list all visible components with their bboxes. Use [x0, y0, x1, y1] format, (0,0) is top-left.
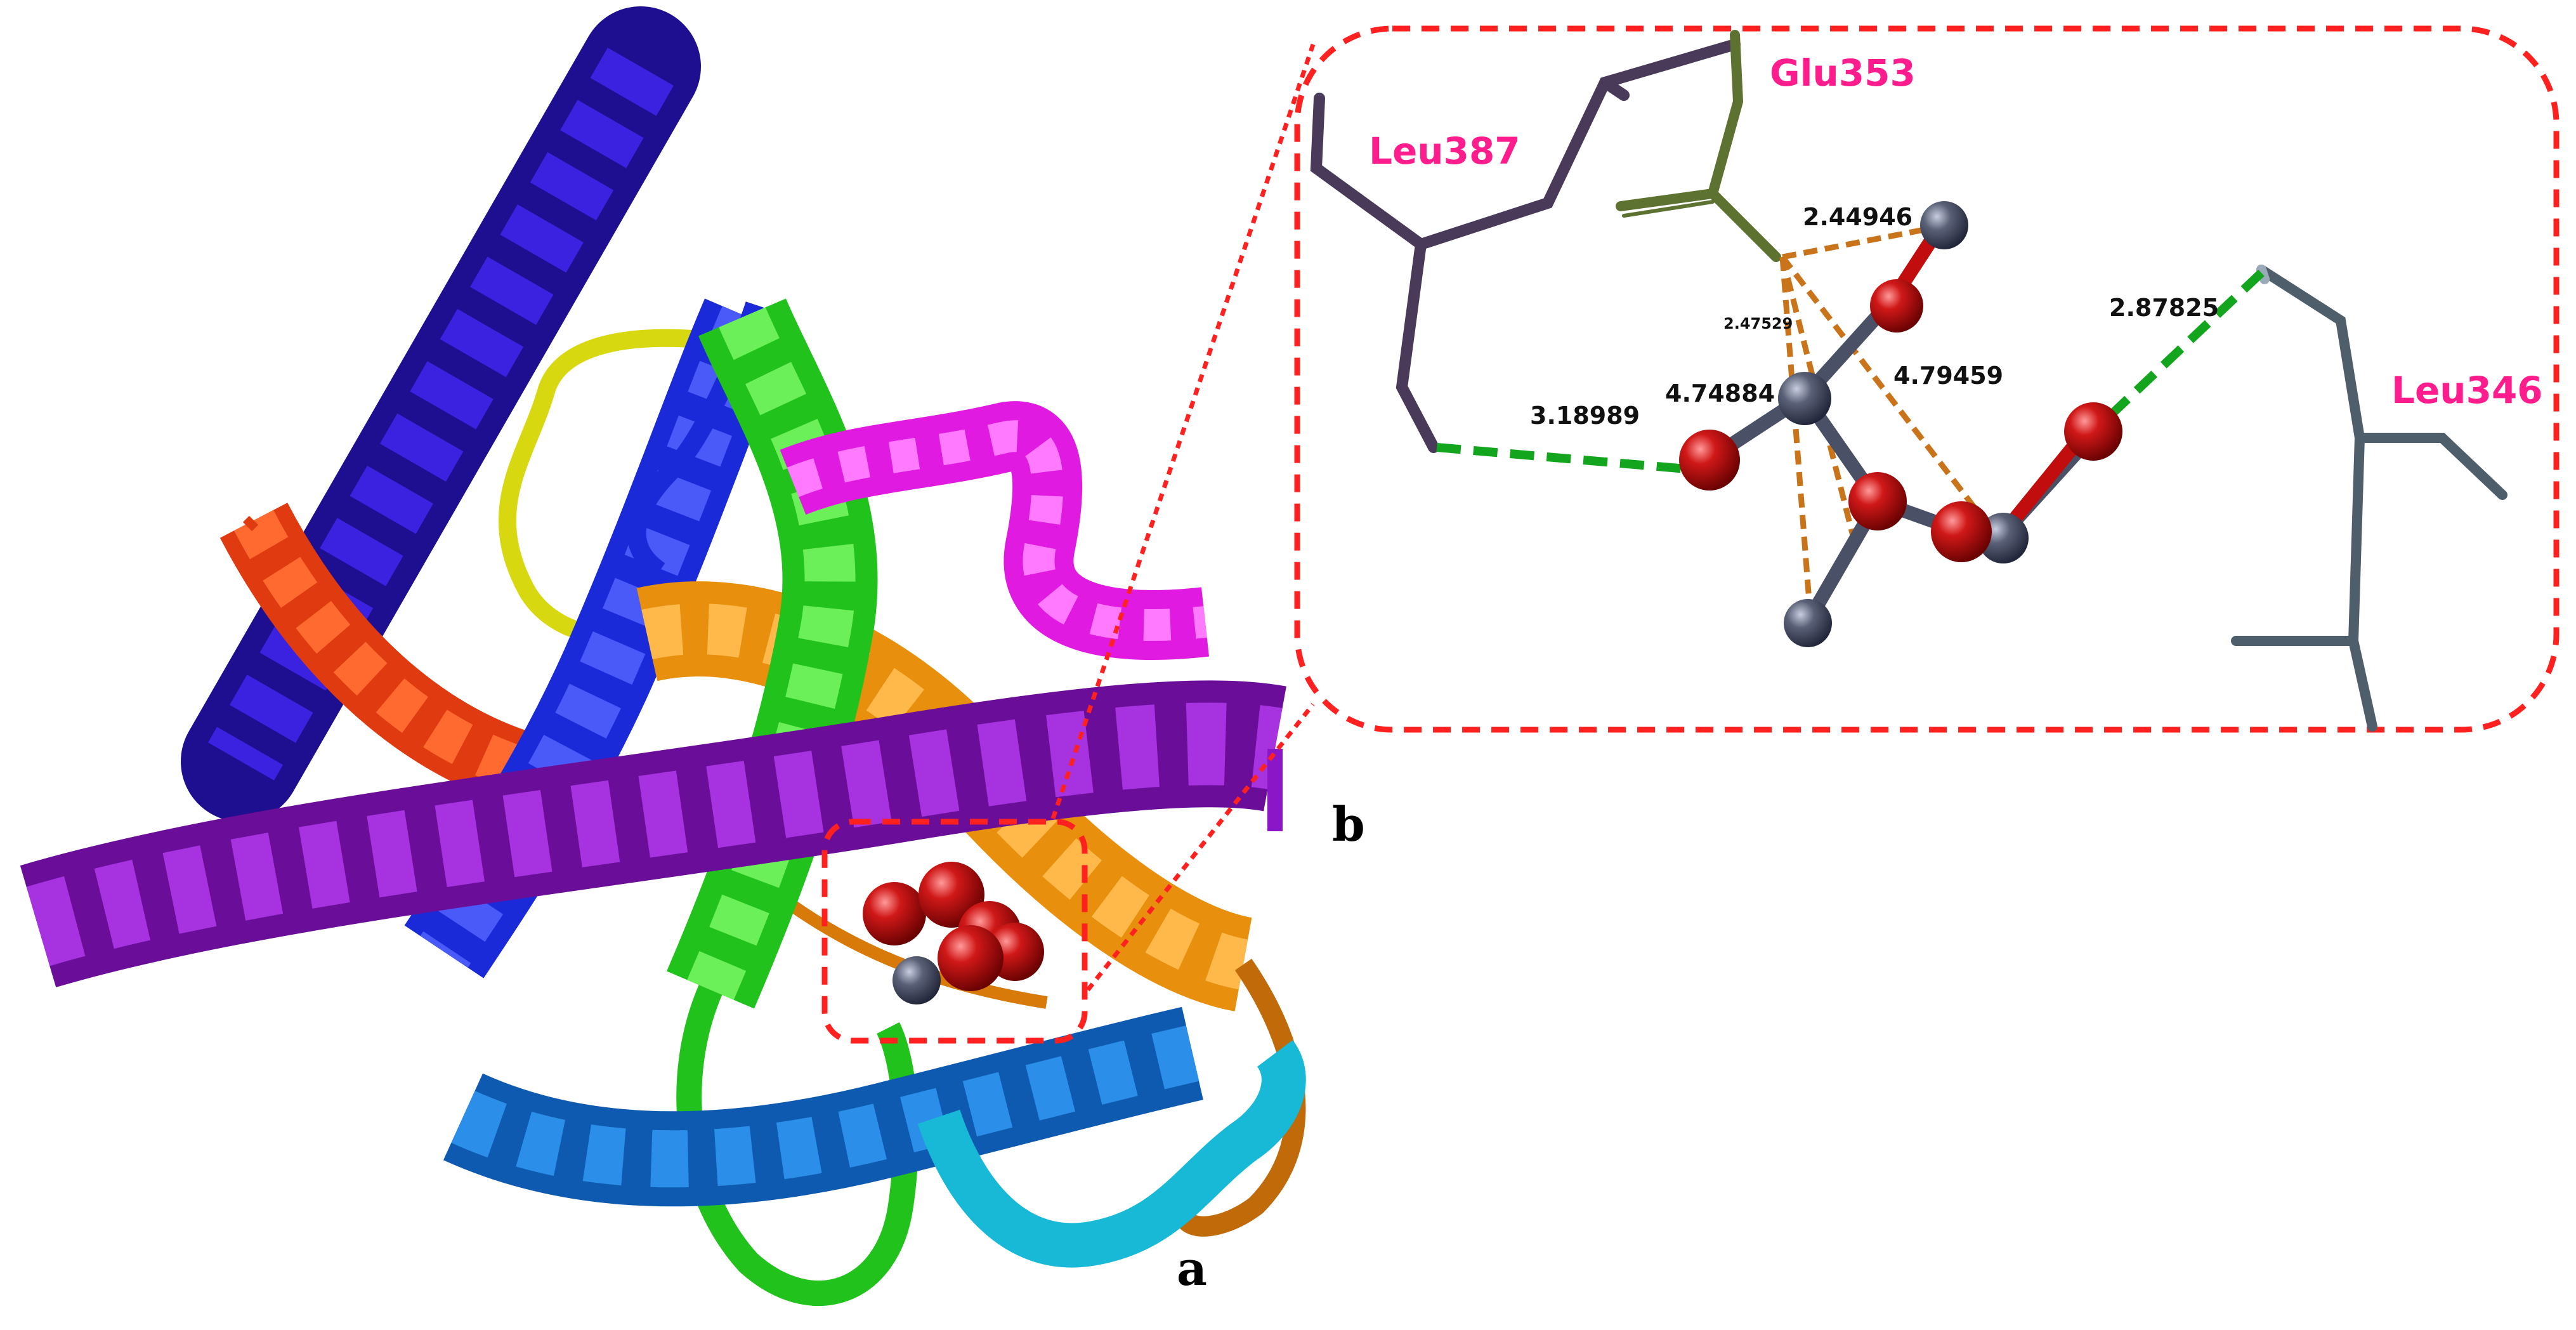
azure-helix-turns	[451, 1025, 1200, 1188]
distance-label: 2.44946	[1803, 203, 1912, 231]
interaction-panel-frame	[1294, 25, 2560, 733]
distance-label: 2.47529	[1723, 315, 1793, 332]
ligand-spheres	[863, 862, 1044, 1004]
purple-helix	[20, 680, 1286, 987]
azure-helix	[443, 1006, 1203, 1207]
oxygen-atom	[2064, 402, 2122, 461]
glu353-sticks	[1616, 30, 1781, 262]
interaction-detail-panel: Leu387 Glu353 Leu346 2.44946 2.47529 3.1…	[1294, 25, 2560, 733]
panel-label-a: a	[1177, 1242, 1207, 1296]
oxygen-atom	[1679, 430, 1740, 491]
metal-atom	[1778, 372, 1831, 425]
ligand-atoms	[1679, 201, 2122, 647]
oxygen-atom	[1931, 501, 1992, 562]
hbond-lines	[1436, 269, 2265, 474]
magenta-helix-turns	[787, 420, 1207, 641]
red-helix-turns	[233, 510, 575, 803]
binding-site-zoom-box	[821, 819, 1088, 1044]
distance-label: 3.18989	[1530, 402, 1640, 430]
cyan-loop	[917, 1040, 1306, 1268]
oxygen-atom	[1870, 279, 1923, 332]
leu387-sticks	[1310, 39, 1741, 453]
metal-atom	[1920, 201, 1968, 249]
leu346-label: Leu346	[2391, 369, 2543, 412]
leu346-sticks	[2231, 265, 2507, 732]
panel-label-b: b	[1332, 798, 1365, 852]
zoom-connectors	[1050, 43, 1316, 992]
distance-label: 4.74884	[1665, 379, 1775, 407]
protein-ribbon-structure	[20, 6, 1306, 1306]
distance-label: 4.79459	[1893, 362, 2003, 390]
oxygen-atom	[1848, 472, 1907, 530]
red-strand	[242, 515, 259, 532]
glu353-label: Glu353	[1770, 51, 1916, 95]
leu387-label: Leu387	[1369, 129, 1520, 173]
contact-lines	[1779, 222, 2004, 626]
metal-atom	[1784, 599, 1832, 647]
distance-label: 2.87825	[2109, 294, 2219, 322]
yellow-loop	[498, 329, 738, 646]
green-helix-turns	[687, 307, 856, 1000]
